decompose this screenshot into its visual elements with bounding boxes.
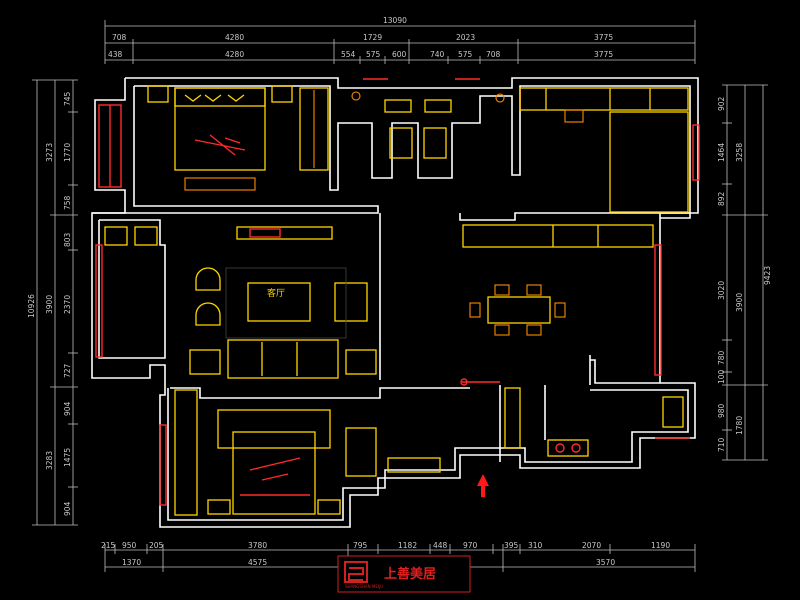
living-room-furniture — [104, 226, 377, 379]
dim-right-r2-6: 100 — [717, 369, 726, 384]
dim-right-r2-2: 1464 — [717, 143, 726, 162]
dim-bot-9: 395 — [504, 541, 519, 550]
brand-mark-icon — [344, 561, 368, 583]
dim-bot-10: 310 — [528, 541, 543, 550]
dim-bot-8: 970 — [463, 541, 478, 550]
dim-top-r2-3: 554 — [341, 50, 356, 59]
dining-table — [469, 284, 566, 336]
dim-bot-r2-2: 4575 — [248, 558, 267, 567]
dim-top-5: 3775 — [594, 33, 613, 42]
dim-right-r2-8: 710 — [717, 437, 726, 452]
dim-top-3: 1729 — [363, 33, 382, 42]
dim-left-1: 3273 — [45, 143, 54, 162]
dim-right-total: 9423 — [763, 266, 772, 285]
dining-sideboard — [462, 224, 654, 248]
dim-bot-5: 795 — [353, 541, 368, 550]
walls — [91, 77, 699, 528]
dim-bot-3: 205 — [149, 541, 164, 550]
dim-right-r2-1: 902 — [717, 96, 726, 111]
dim-top-r2-9: 3775 — [594, 50, 613, 59]
dim-left-r2-5: 2370 — [63, 295, 72, 314]
dim-left-r2-8: 1475 — [63, 448, 72, 467]
dim-left-r2-6: 727 — [63, 363, 72, 378]
dim-right-r2-4: 3020 — [717, 281, 726, 300]
dim-bot-1: 215 — [101, 541, 116, 550]
dim-top-r2-2: 4280 — [225, 50, 244, 59]
dim-top-r2-6: 740 — [430, 50, 445, 59]
dim-top-1: 708 — [112, 33, 127, 42]
dim-top-r2-5: 600 — [392, 50, 407, 59]
brand-subtitle: SHANGSHAN MEIJU — [345, 584, 383, 589]
dim-bot-4: 3780 — [248, 541, 267, 550]
dim-left-r2-7: 904 — [63, 401, 72, 416]
kitchen-fixtures — [460, 378, 684, 457]
dim-bot-r2-4: 3570 — [596, 558, 615, 567]
dim-bot-r2-1: 1370 — [122, 558, 141, 567]
dim-top-total: 13090 — [383, 16, 407, 25]
dim-bot-12: 1190 — [651, 541, 670, 550]
dim-left-r2-3: 758 — [63, 195, 72, 210]
dim-top-r2-4: 575 — [366, 50, 381, 59]
dim-bot-2: 950 — [122, 541, 137, 550]
wardrobe-top — [299, 87, 329, 171]
dim-right-3: 1780 — [735, 416, 744, 435]
dim-bot-11: 2070 — [582, 541, 601, 550]
dim-left-r2-9: 904 — [63, 501, 72, 516]
dim-right-2: 3900 — [735, 293, 744, 312]
dimension-lines — [32, 20, 768, 572]
dim-left-total: 10926 — [27, 294, 36, 318]
brand-name: 上善美居 — [384, 566, 436, 582]
dim-top-r2-7: 575 — [458, 50, 473, 59]
dim-bot-6: 1182 — [398, 541, 417, 550]
dim-right-1: 3258 — [735, 143, 744, 162]
dimension-text-left: 10926 3273 3900 3283 745 1770 758 803 23… — [27, 91, 72, 516]
dim-left-r2-4: 803 — [63, 232, 72, 247]
dim-left-r2-2: 1770 — [63, 143, 72, 162]
dim-right-r2-5: 780 — [717, 350, 726, 365]
living-room-label: 客厅 — [267, 287, 285, 299]
dim-bot-7: 448 — [433, 541, 448, 550]
dimension-text-top: 13090 708 4280 1729 2023 3775 438 4280 5… — [108, 16, 613, 59]
dim-top-r2-8: 708 — [486, 50, 501, 59]
bathroom-fixtures — [351, 91, 505, 159]
dimension-text-bottom: 215 950 205 3780 795 1182 448 970 395 31… — [101, 541, 670, 567]
dim-left-3: 3283 — [45, 451, 54, 470]
dimension-text-right: 9423 3258 3900 1780 902 1464 892 3020 78… — [717, 96, 772, 452]
bedroom-top-right — [519, 87, 689, 213]
bedroom-bottom-left — [174, 389, 441, 516]
dim-left-r2-1: 745 — [63, 91, 72, 106]
dim-right-r2-3: 892 — [717, 191, 726, 206]
dim-left-2: 3900 — [45, 295, 54, 314]
entry-arrow-icon — [477, 474, 489, 497]
dim-right-r2-7: 980 — [717, 403, 726, 418]
windows — [95, 78, 700, 506]
dim-top-r2-1: 438 — [108, 50, 123, 59]
brand-logo: 上善美居 SHANGSHAN MEIJU — [337, 555, 471, 593]
dim-top-4: 2023 — [456, 33, 475, 42]
dim-top-2: 4280 — [225, 33, 244, 42]
master-bed — [147, 85, 293, 191]
